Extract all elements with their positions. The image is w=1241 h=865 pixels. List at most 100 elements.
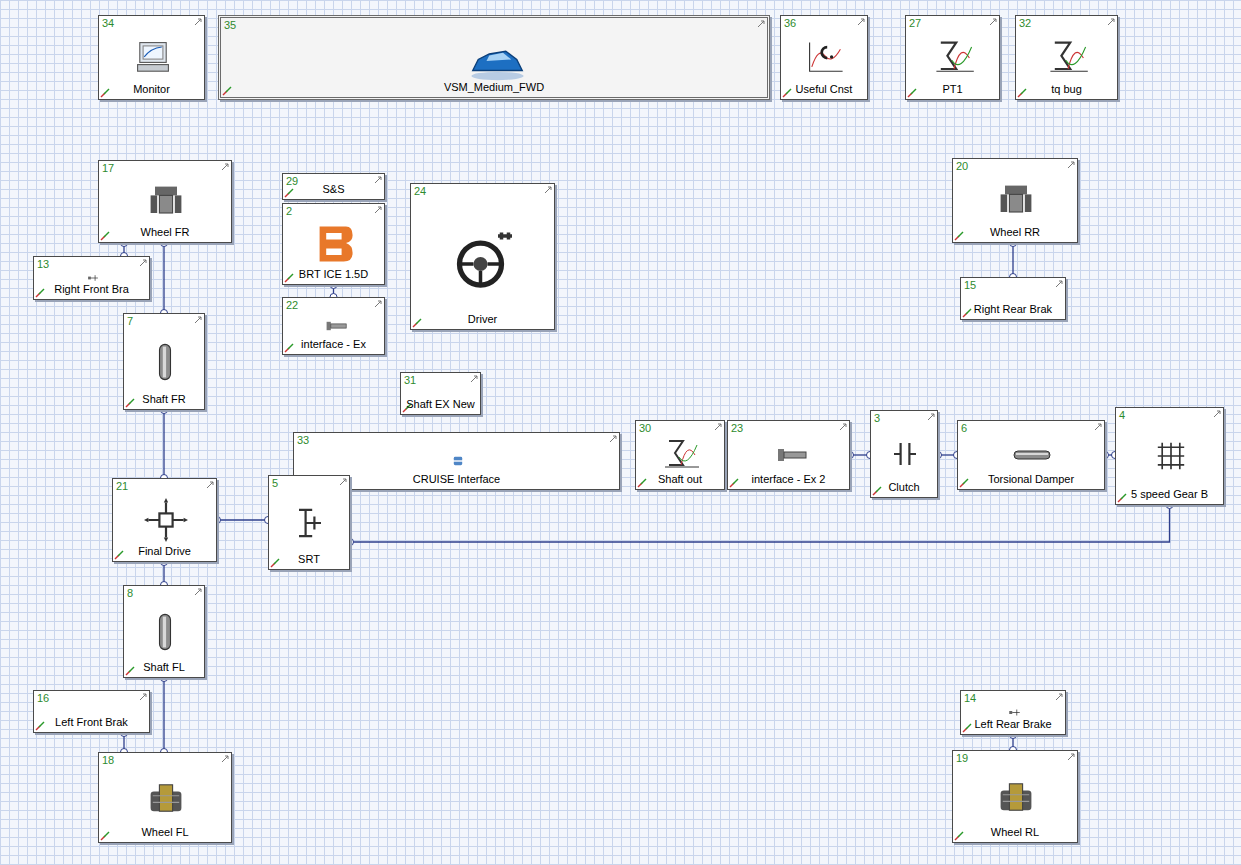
corner-mark xyxy=(1212,409,1222,419)
callout-number: 14 xyxy=(964,692,976,704)
callout-number: 31 xyxy=(404,374,416,386)
component-box: 18Wheel FL xyxy=(98,752,232,843)
callout-number: 16 xyxy=(37,692,49,704)
component-box: 13Right Front Bra xyxy=(33,256,150,300)
component-box: 7Shaft FR xyxy=(123,313,205,410)
component-name: Shaft out xyxy=(658,473,702,486)
component-name: tq bug xyxy=(1051,83,1082,96)
component-box: 23 interface - Ex 2 xyxy=(727,420,850,490)
component-box: 24Driver xyxy=(410,183,555,330)
component-icon xyxy=(803,36,847,80)
corner-mark xyxy=(193,17,203,27)
corner-mark xyxy=(1054,279,1064,289)
callout-number: 23 xyxy=(731,422,743,434)
component-icon xyxy=(144,776,188,820)
component-name: Wheel RL xyxy=(991,826,1039,839)
corner-mark xyxy=(125,398,135,408)
component-name: Right Front Bra xyxy=(54,283,129,296)
component-name: interface - Ex xyxy=(301,338,366,351)
callout-number: 20 xyxy=(956,160,968,172)
corner-mark xyxy=(125,666,135,676)
component-box: 14Left Rear Brake xyxy=(960,690,1066,735)
callout-number: 36 xyxy=(784,17,796,29)
component-box: 36Useful Cnst xyxy=(780,15,868,100)
component-name: Left Rear Brake xyxy=(974,718,1051,731)
component-name: Shaft FR xyxy=(142,393,185,406)
component-box: 17Wheel FR xyxy=(98,160,232,243)
callout-number: 5 xyxy=(272,477,278,489)
callout-number: 2 xyxy=(286,205,292,217)
corner-mark xyxy=(782,88,792,98)
corner-mark xyxy=(608,434,618,444)
callout-number: 35 xyxy=(224,19,236,31)
corner-mark xyxy=(988,17,998,27)
corner-mark xyxy=(907,88,917,98)
corner-mark xyxy=(856,17,866,27)
shaft-connection xyxy=(161,240,168,317)
corner-mark xyxy=(373,299,383,309)
component-box: 29S&S xyxy=(282,173,385,200)
component-box: 2BRT ICE 1.5D xyxy=(282,203,385,285)
callout-number: 33 xyxy=(297,434,309,446)
corner-mark xyxy=(35,288,45,298)
corner-mark xyxy=(373,175,383,185)
corner-mark xyxy=(138,692,148,702)
component-box: 19Wheel RL xyxy=(952,750,1078,843)
component-name: 5 speed Gear B xyxy=(1131,488,1208,501)
callout-number: 22 xyxy=(286,299,298,311)
corner-mark xyxy=(543,185,553,195)
corner-mark xyxy=(284,343,294,353)
component-icon xyxy=(470,32,525,87)
component-box: 35VSM_Medium_FWD xyxy=(218,15,770,100)
component-icon xyxy=(444,447,472,475)
corner-mark xyxy=(114,550,124,560)
corner-mark xyxy=(138,258,148,268)
component-name: Wheel RR xyxy=(990,226,1040,239)
component-name: interface - Ex 2 xyxy=(752,473,826,486)
component-box: 16Left Front Brak xyxy=(33,690,150,733)
component-name: PT1 xyxy=(942,83,962,96)
component-name: Shaft EX New xyxy=(406,398,474,411)
corner-mark xyxy=(100,831,110,841)
component-box: 34Monitor xyxy=(98,15,205,100)
component-name: Driver xyxy=(468,313,497,326)
component-box: 22 interface - Ex xyxy=(282,297,385,355)
component-box: 21Final Drive xyxy=(112,478,217,562)
shaft-connection xyxy=(214,517,272,524)
callout-number: 21 xyxy=(116,480,128,492)
component-icon xyxy=(321,312,349,340)
callout-number: 27 xyxy=(909,17,921,29)
component-icon xyxy=(143,340,187,384)
component-icon xyxy=(313,222,357,266)
corner-mark xyxy=(872,486,882,496)
corner-mark xyxy=(962,308,972,318)
component-icon xyxy=(994,775,1038,819)
callout-number: 24 xyxy=(414,185,426,197)
corner-mark xyxy=(1106,17,1116,27)
corner-mark xyxy=(962,723,972,733)
component-icon xyxy=(1007,705,1022,720)
corner-mark xyxy=(100,231,110,241)
component-icon xyxy=(1149,434,1193,478)
component-box: 15Right Rear Brak xyxy=(960,277,1066,320)
callout-number: 29 xyxy=(286,175,298,187)
component-box: 27PT1 xyxy=(905,15,1000,100)
corner-mark xyxy=(193,315,203,325)
callout-number: 6 xyxy=(961,422,967,434)
shaft-connection xyxy=(161,675,168,756)
callout-number: 7 xyxy=(127,315,133,327)
component-box: 8Shaft FL xyxy=(123,585,205,678)
corner-mark xyxy=(954,231,964,241)
corner-mark xyxy=(220,162,230,172)
component-name: Torsional Damper xyxy=(988,473,1074,486)
corner-mark xyxy=(1066,752,1076,762)
callout-number: 4 xyxy=(1119,409,1125,421)
component-icon xyxy=(144,498,188,542)
component-box: 5SRT xyxy=(268,475,350,570)
component-name: Useful Cnst xyxy=(796,83,853,96)
shaft-connection xyxy=(1010,240,1017,281)
component-icon xyxy=(770,435,810,475)
component-icon xyxy=(143,610,187,654)
corner-mark xyxy=(926,412,936,422)
